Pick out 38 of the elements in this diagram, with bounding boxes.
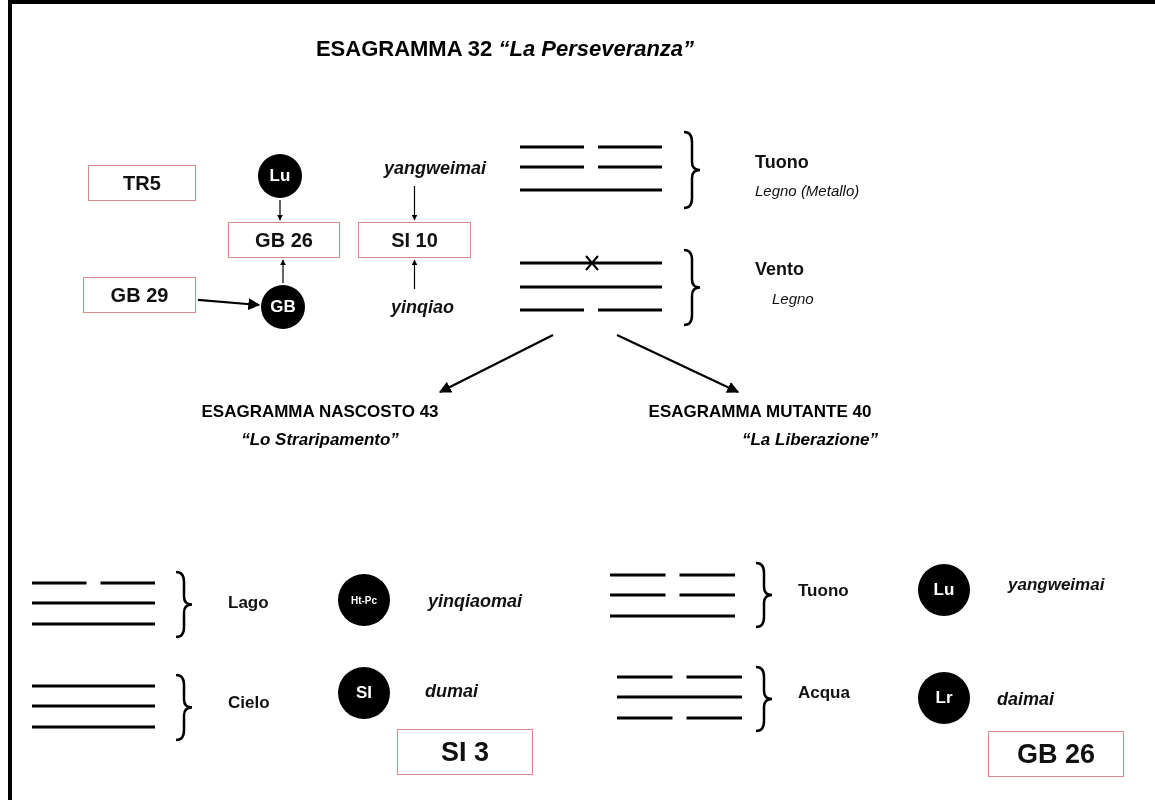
meridian-label: yangweimai	[370, 156, 500, 180]
arrow	[277, 199, 283, 221]
point-box: SI 3	[397, 729, 533, 775]
meridian-label: daimai	[997, 689, 1055, 710]
meridian-circle: SI	[338, 667, 390, 719]
element-label: Legno	[772, 290, 814, 307]
trigram-name: Cielo	[228, 693, 270, 713]
hexagram-heading: ESAGRAMMA MUTANTE 40	[648, 402, 872, 422]
point-box: GB 26	[988, 731, 1124, 777]
meridian-label: yinqiaomai	[428, 591, 523, 612]
point-box: TR5	[88, 165, 196, 201]
hexagram-subtitle: “Lo Straripamento”	[241, 430, 399, 450]
meridian-label: yangweimai	[1008, 575, 1105, 595]
trigram-name: Tuono	[755, 152, 809, 173]
trigram-name: Tuono	[798, 581, 849, 601]
arrow	[411, 185, 418, 221]
hexagram-subtitle: “La Liberazione”	[742, 430, 878, 450]
meridian-label: yinqiao	[375, 295, 470, 319]
arrow	[411, 259, 418, 290]
element-label: Legno (Metallo)	[755, 182, 860, 199]
point-box: SI 10	[358, 222, 471, 258]
meridian-circle: GB	[261, 285, 305, 329]
trigram-name: Acqua	[798, 683, 850, 703]
point-box: GB 26	[228, 222, 340, 258]
point-box: GB 29	[83, 277, 196, 313]
meridian-circle: Lu	[258, 154, 302, 198]
meridian-circle: Ht-Pc	[338, 574, 390, 626]
arrow	[616, 334, 740, 393]
meridian-circle: Lu	[918, 564, 970, 616]
meridian-label: dumai	[425, 681, 478, 702]
arrow	[280, 259, 286, 284]
meridian-circle: Lr	[918, 672, 970, 724]
arrow	[438, 334, 554, 393]
trigram-name: Lago	[228, 593, 269, 613]
hexagram-heading: ESAGRAMMA NASCOSTO 43	[201, 402, 439, 422]
trigram-name: Vento	[755, 259, 804, 280]
title: ESAGRAMMA 32 “La Perseveranza”	[314, 36, 696, 62]
arrow	[197, 298, 261, 311]
